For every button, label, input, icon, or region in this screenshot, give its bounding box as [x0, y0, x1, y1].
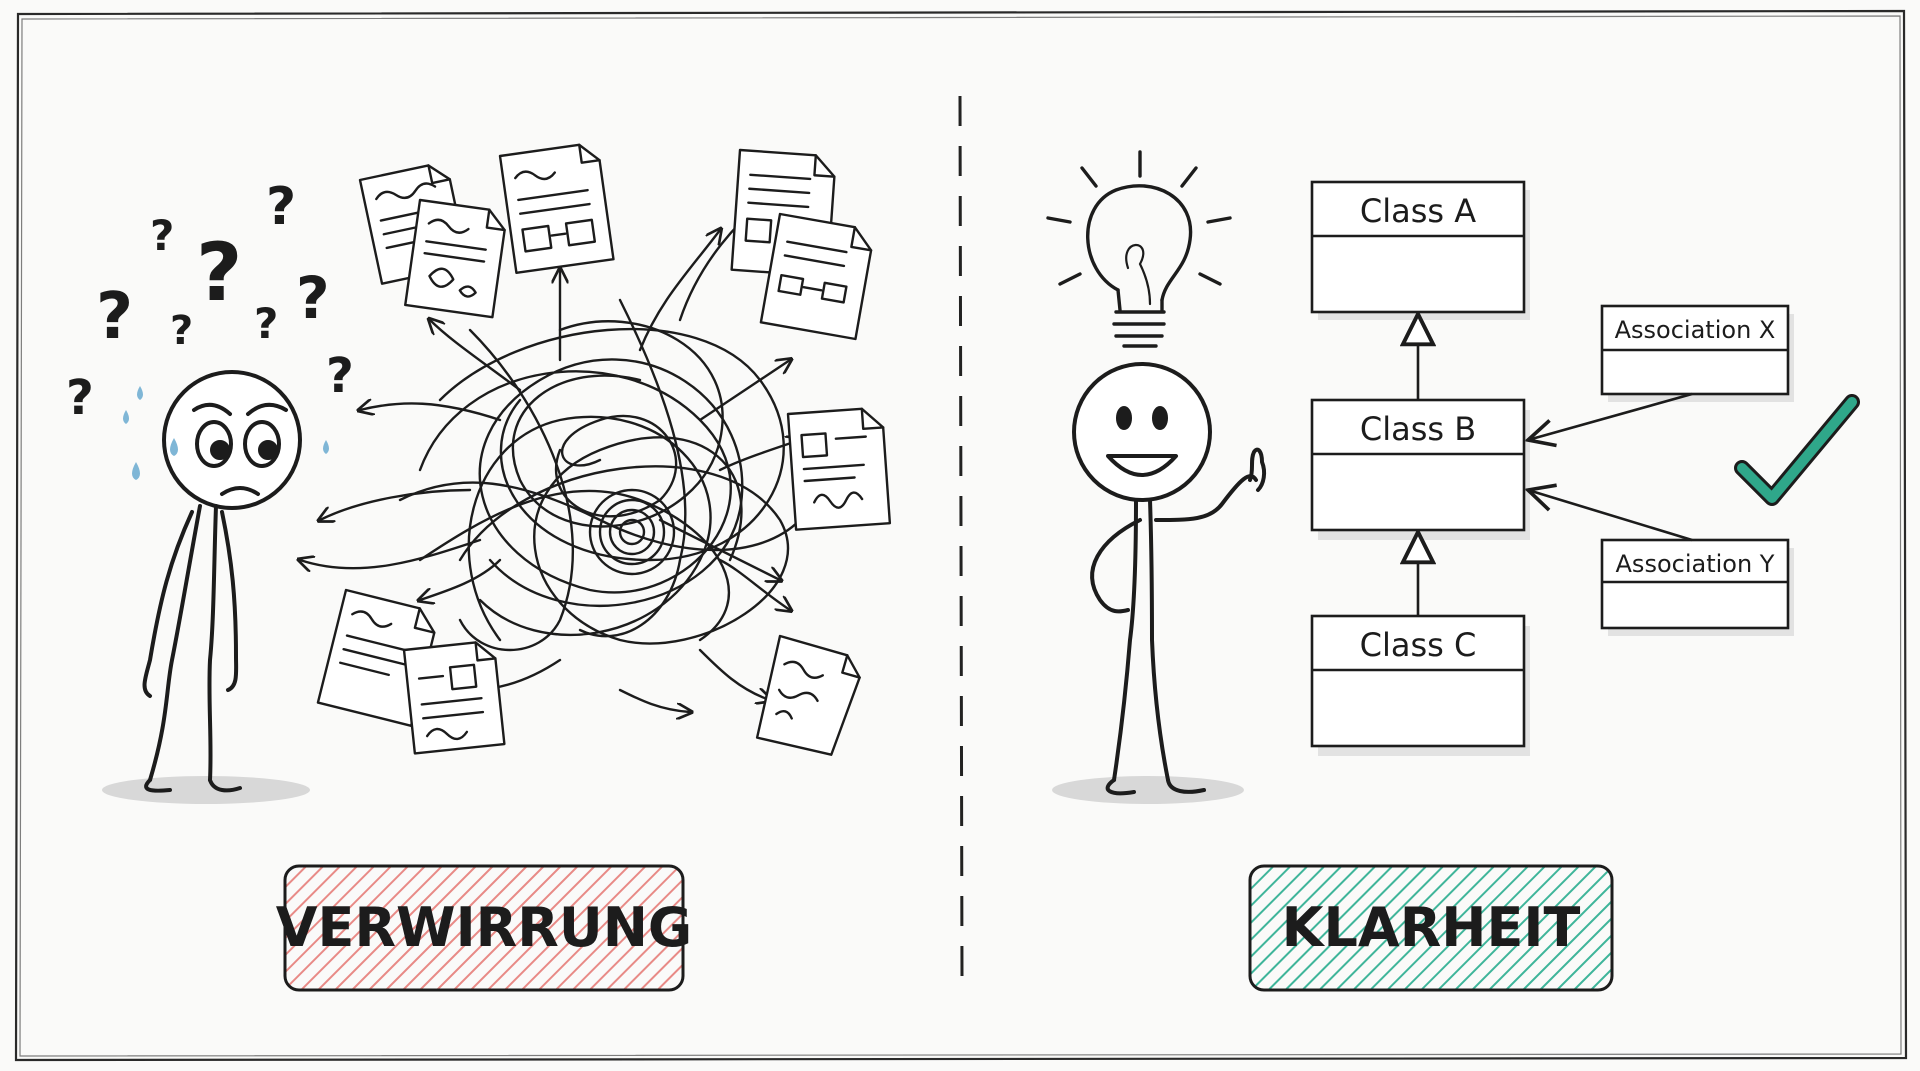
frame — [14, 9, 1908, 1062]
happy-person — [1052, 362, 1267, 804]
class-b: Class B — [1310, 398, 1526, 532]
sweat-drops — [123, 386, 329, 480]
association-x-label: Association X — [1615, 316, 1776, 344]
svg-text:?: ? — [266, 177, 296, 237]
ground-shadow-right — [1052, 776, 1244, 804]
class-b-label: Class B — [1360, 410, 1476, 448]
class-c: Class C — [1310, 614, 1526, 748]
verwirrung-label: VERWIRRUNG — [276, 864, 692, 992]
svg-text:?: ? — [96, 280, 133, 354]
question-marks: ? ? ? ? ? ? ? ? ? — [66, 177, 354, 426]
lightbulb-icon — [1046, 150, 1232, 348]
association-y-label: Association Y — [1616, 550, 1775, 578]
svg-text:?: ? — [66, 370, 94, 426]
svg-text:?: ? — [170, 308, 193, 354]
svg-text:?: ? — [150, 211, 174, 260]
svg-text:?: ? — [326, 348, 354, 404]
class-c-label: Class C — [1360, 626, 1477, 664]
association-y: Association Y — [1600, 538, 1790, 630]
document-icon — [759, 212, 873, 341]
svg-text:?: ? — [254, 299, 278, 348]
klarheit-text: KLARHEIT — [1282, 896, 1581, 959]
class-a: Class A — [1310, 180, 1526, 314]
document-icon — [786, 407, 892, 531]
uml-diagram: Class A Class B Class C Association X As… — [1310, 180, 1794, 756]
document-icon — [498, 143, 615, 275]
association-y-arrow — [1528, 490, 1693, 542]
klarheit-label: KLARHEIT — [1248, 864, 1614, 992]
ground-shadow-left — [102, 776, 310, 804]
document-icon — [404, 198, 506, 319]
association-x-arrow — [1528, 392, 1693, 440]
association-x: Association X — [1600, 304, 1790, 396]
class-a-label: Class A — [1360, 192, 1476, 230]
tangle-scribble — [300, 195, 800, 712]
checkmark-fill — [1737, 397, 1857, 503]
divider — [958, 95, 964, 979]
documents — [316, 143, 892, 756]
confused-person — [102, 370, 310, 804]
svg-text:?: ? — [196, 226, 242, 319]
document-icon — [755, 634, 861, 756]
verwirrung-text: VERWIRRUNG — [276, 896, 692, 959]
svg-text:?: ? — [296, 264, 330, 332]
document-icon — [402, 641, 506, 755]
